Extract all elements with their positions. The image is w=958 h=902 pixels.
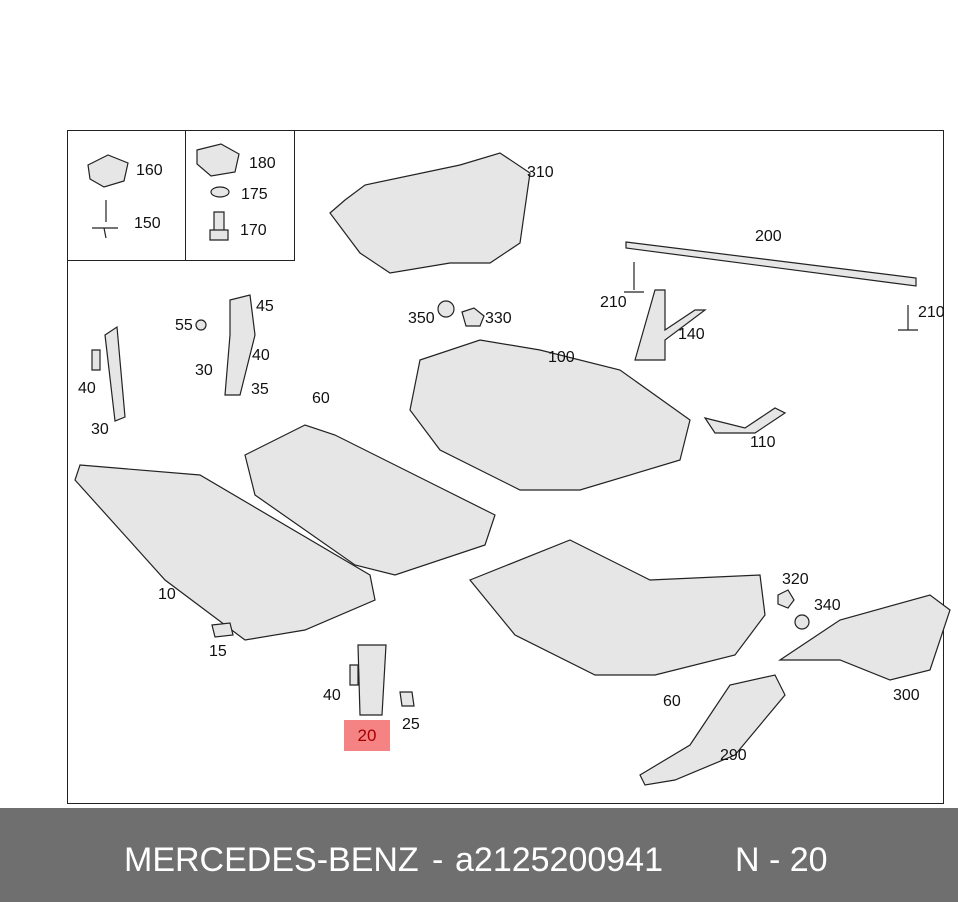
- callout-210: 210: [600, 294, 627, 311]
- part-320: [777, 589, 795, 609]
- part-210a: [624, 262, 644, 293]
- callout-45: 45: [256, 298, 274, 315]
- part-110: [703, 407, 787, 434]
- part-40-left: [91, 349, 101, 371]
- part-60-upper: [244, 424, 496, 576]
- part-200: [625, 241, 917, 287]
- callout-30: 30: [195, 362, 213, 379]
- part-nut-180: [196, 143, 240, 177]
- part-25: [399, 691, 415, 707]
- part-30-left: [104, 325, 126, 422]
- part-45: [224, 294, 256, 396]
- part-bolt-170: [209, 211, 229, 241]
- part-300: [778, 594, 951, 681]
- callout-10: 10: [158, 586, 176, 603]
- part-40-lower: [349, 664, 359, 686]
- callout-100: 100: [548, 349, 575, 366]
- part-washer-175: [210, 186, 230, 198]
- part-10: [74, 464, 376, 641]
- callout-60: 60: [663, 693, 681, 710]
- part-100: [409, 339, 691, 491]
- callout-330: 330: [485, 310, 512, 327]
- part-screw-150: [92, 200, 118, 239]
- part-20: [357, 644, 387, 716]
- part-number: a2125200941: [455, 841, 664, 879]
- callout-40: 40: [323, 687, 341, 704]
- callout-300: 300: [893, 687, 920, 704]
- callout-25: 25: [402, 716, 420, 733]
- highlighted-callout-20[interactable]: 20: [344, 720, 390, 751]
- part-350: [437, 300, 455, 318]
- part-55: [195, 319, 207, 331]
- callout-200: 200: [755, 228, 782, 245]
- footer-bar: MERCEDES-BENZ - a2125200941 N - 20: [0, 808, 958, 902]
- part-140: [634, 289, 707, 361]
- inset-box-row: [67, 130, 295, 261]
- callout-30: 30: [91, 421, 109, 438]
- callout-310: 310: [527, 164, 554, 181]
- part-210b: [898, 305, 918, 331]
- callout-35: 35: [251, 381, 269, 398]
- callout-140: 140: [678, 326, 705, 343]
- callout-110: 110: [750, 434, 776, 451]
- callout-340: 340: [814, 597, 841, 614]
- callout-290: 290: [720, 747, 747, 764]
- part-330: [461, 307, 485, 327]
- callout-320: 320: [782, 571, 809, 588]
- part-15: [211, 622, 234, 638]
- callout-55: 55: [175, 317, 193, 334]
- callout-60: 60: [312, 390, 330, 407]
- callout-40: 40: [252, 347, 270, 364]
- callout-150: 150: [134, 215, 161, 232]
- callout-350: 350: [408, 310, 435, 327]
- part-clip-160: [87, 154, 129, 188]
- callout-160: 160: [136, 162, 163, 179]
- diagram-frame: [67, 130, 944, 804]
- part-310: [329, 152, 531, 274]
- callout-180: 180: [249, 155, 276, 172]
- callout-170: 170: [240, 222, 267, 239]
- part-290: [639, 674, 786, 786]
- callout-175: 175: [241, 186, 268, 203]
- separator: -: [432, 841, 444, 879]
- brand-name: MERCEDES-BENZ: [124, 841, 419, 879]
- callout-40: 40: [78, 380, 96, 397]
- part-60-lower: [469, 539, 766, 676]
- page-indicator: N - 20: [735, 841, 828, 879]
- callout-210: 210: [918, 304, 945, 321]
- callout-15: 15: [209, 643, 227, 660]
- part-340: [794, 614, 810, 630]
